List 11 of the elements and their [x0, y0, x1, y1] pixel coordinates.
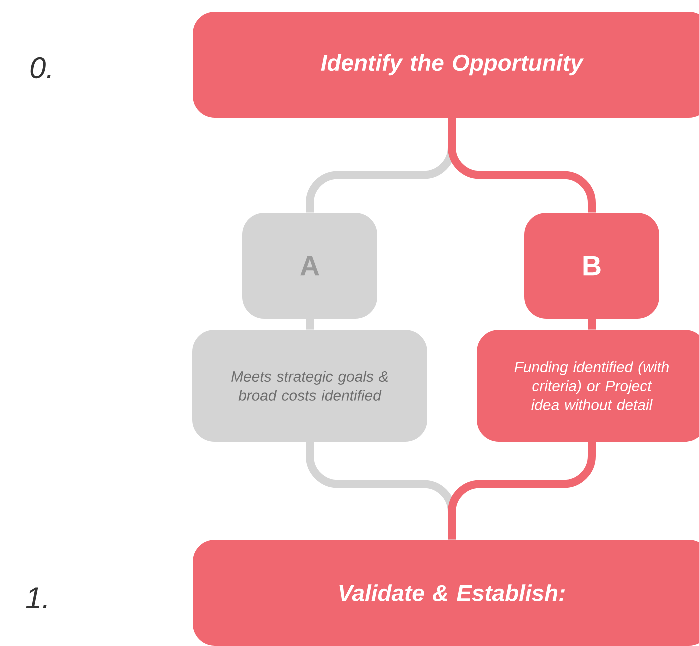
description-box: Meets strategic goals & broad costs identified	[192, 330, 428, 442]
option-box: B	[524, 213, 660, 319]
step-number: 1.	[26, 588, 47, 608]
step-box: Identify the Opportunity	[193, 12, 699, 118]
description-box: Funding identified (with criteria) or Project idea without detail	[477, 330, 699, 442]
step-box: Validate & Establish:	[193, 540, 699, 646]
connector-line	[306, 319, 314, 330]
connector-line	[448, 442, 596, 540]
connector-line	[588, 319, 596, 330]
step-number: 0.	[30, 57, 51, 79]
option-box: A	[242, 213, 378, 319]
